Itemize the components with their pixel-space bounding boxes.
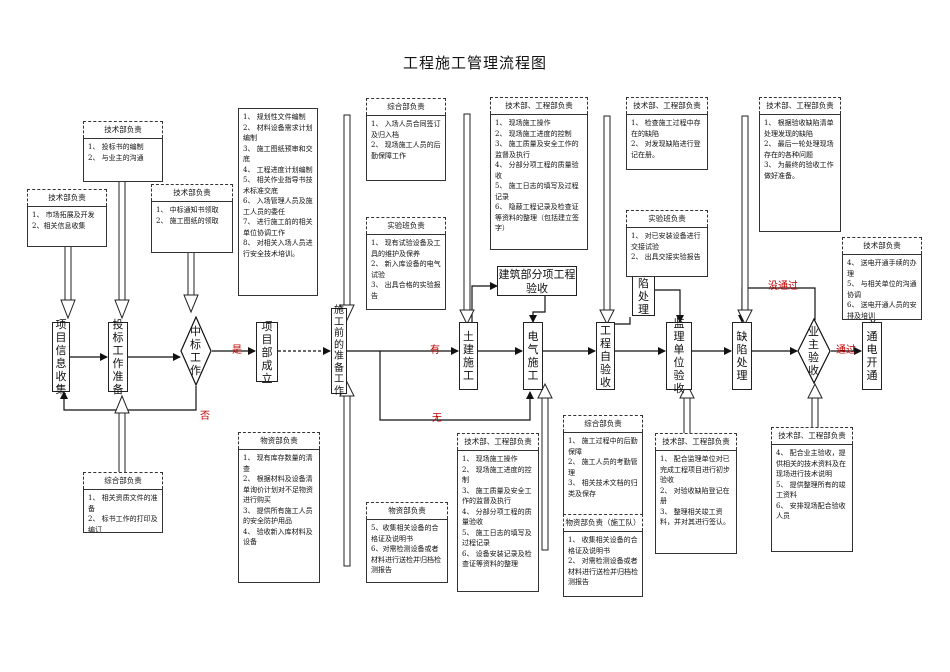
edge-label-yes: 是 — [232, 345, 242, 356]
flow-arrow — [471, 282, 498, 324]
note-self-inspect: 技术部、工程部负责 1、 检查施工过程中存在的缺陷 2、 对发现缺陷进行登记在册… — [626, 97, 708, 170]
note-header: 技术部、工程部负责 — [655, 433, 737, 450]
note-body: 1、 现有库存数量的清查 2、 根据材料及设备清单询价计划对不足物资进行购买 3… — [238, 449, 320, 583]
page-title: 工程施工管理流程图 — [402, 54, 547, 72]
node-civil: 土建施工 — [459, 322, 478, 390]
edge-label-has: 有 — [430, 345, 440, 356]
decision-owner-acceptance: 业主验收 — [797, 317, 831, 385]
note-body: 1、 中标通知书领取 2、 施工图纸的领取 — [151, 201, 233, 253]
note-body: 5、收集相关设备的合格证及说明书 6、对需检测设备或者材料进行送检并归档检测报告 — [366, 519, 448, 583]
note-lab-1: 实验班负责 1、 现有试验设备及工具的维护及保养 2、 新入库设备的电气试验 3… — [366, 217, 446, 310]
note-defect-handling: 技术部、工程部负责 1、 根据验收缺陷清单处理发现的缺陷 2、 最后一轮处理现场… — [759, 97, 841, 232]
flow-arrow — [60, 386, 197, 411]
node-defect-fix-2: 缺陷处理 — [732, 322, 752, 390]
note-body: 1、 现场施工操作 2、 现场施工进度的控制 3、 施工质量及安全工作的监督及执… — [490, 114, 588, 250]
node-supervision-check: 监理单位验收 — [666, 317, 692, 395]
flow-arrow — [738, 287, 816, 323]
note-bid-doc: 技术部负责 1、 投标书的编制 2、 与业主的沟通 — [83, 121, 163, 182]
node-sub-acceptance: 建筑部分项工程验收 — [497, 266, 577, 296]
note-bid-notice: 技术部负责 1、 中标通知书领取 2、 施工图纸的领取 — [151, 184, 233, 253]
node-label: 投标工作准备 — [112, 318, 124, 396]
note-header: 技术部负责 — [83, 121, 163, 138]
note-header: 物资部负责（施工队） — [563, 514, 643, 531]
note-lab-2: 实验班负责 1、 对已安装设备进行交接试验 2、 出具交接实验报告 — [626, 210, 708, 277]
note-civil-tasks: 技术部、工程部负责 1、 现场施工操作 2、 现场施工进度的控制 3、 施工质量… — [490, 97, 588, 250]
note-body: 1、 对已安装设备进行交接试验 2、 出具交接实验报告 — [626, 227, 708, 277]
note-header: 综合部负责 — [83, 472, 163, 489]
note-header: 物资部负责 — [238, 432, 320, 449]
node-pre-construction: 施工前的准备工作 — [331, 305, 347, 397]
node-label: 项目部成立 — [261, 319, 273, 385]
note-body: 1、 投标书的编制 2、 与业主的沟通 — [83, 138, 163, 182]
note-general-affairs-3: 综合部负责 1、 施工过程中的后勤保障 2、 施工人员的考勤管理 3、 相关技术… — [563, 415, 643, 516]
note-body: 1、 市场拓展及开发 2、相关信息收集 — [27, 206, 107, 247]
note-header: 技术部负责 — [842, 237, 922, 254]
node-label: 缺陷处理 — [736, 330, 748, 382]
flow-arrow — [655, 289, 684, 323]
note-header: 技术部、工程部负责 — [490, 97, 588, 114]
note-body: 1、 入场人员合同签订及归入档 2、 现场施工人员的后勤保障工作 — [366, 115, 446, 181]
note-planning: 1、 规划性文件编制 2、 材料设备需求计划编制 3、 施工图纸预审和交底 4、… — [238, 108, 318, 296]
note-market: 技术部负责 1、 市场拓展及开发 2、相关信息收集 — [27, 189, 107, 247]
edge-label-none: 无 — [432, 413, 442, 424]
edge-label-passed: 通过 — [836, 345, 856, 356]
note-electrical-tasks: 技术部、工程部负责 1、 现场施工操作 2、 现场施工进度的控制 3、 施工质量… — [457, 433, 539, 592]
note-supervision: 技术部、工程部负责 1、 配合监理单位对已完成工程项目进行初步验收 2、 对验收… — [655, 433, 737, 554]
node-label: 电气施工 — [527, 330, 539, 382]
edge-label-failed: 没通过 — [768, 281, 798, 292]
note-body: 1、 根据验收缺陷清单处理发现的缺陷 2、 最后一轮处理现场存在的各种问题 3、… — [759, 114, 841, 232]
node-label: 土建施工 — [463, 330, 474, 382]
note-general-affairs-2: 综合部负责 1、 相关资质文件的准备 2、 标书工作的打印及编订 — [83, 472, 163, 533]
note-header: 综合部负责 — [563, 415, 643, 432]
note-body: 1、 施工过程中的后勤保障 2、 施工人员的考勤管理 3、 相关技术文档的归类及… — [563, 432, 643, 516]
node-power-on: 通电开通 — [862, 322, 882, 390]
note-header: 综合部负责 — [366, 98, 446, 115]
note-body: 4、 送电开通手续的办理 5、 与相关单位的沟通协调 6、 送电开通人员的安排及… — [842, 254, 922, 320]
note-header: 技术部、工程部负责 — [771, 427, 853, 444]
note-power-on: 技术部负责 4、 送电开通手续的办理 5、 与相关单位的沟通协调 6、 送电开通… — [842, 237, 922, 320]
note-body: 4、 配合业主验收，提供相关的技术资料及在现场进行技术说明 5、 提供整理所有的… — [771, 444, 853, 552]
node-label: 监理单位验收 — [673, 317, 685, 395]
note-header: 实验班负责 — [366, 217, 446, 234]
node-label: 施工前的准备工作 — [334, 305, 344, 397]
note-body: 1、 配合监理单位对已完成工程项目进行初步验收 2、 对验收缺陷登记在册 3、 … — [655, 450, 737, 554]
note-header: 技术部负责 — [151, 184, 233, 201]
flow-arrow — [529, 290, 546, 323]
node-electrical: 电气施工 — [523, 322, 543, 390]
node-label: 项目信息收集 — [55, 318, 67, 396]
decision-label: 中标工作 — [190, 325, 201, 377]
note-materials-1: 物资部负责 1、 现有库存数量的清查 2、 根据材料及设备清单询价计划对不足物资… — [238, 432, 320, 583]
edge-label-no: 否 — [200, 411, 210, 422]
note-body: 1、 相关资质文件的准备 2、 标书工作的打印及编订 — [83, 489, 163, 533]
node-label: 通电开通 — [866, 330, 878, 382]
note-header: 实验班负责 — [626, 210, 708, 227]
note-body: 1、 现有试验设备及工具的维护及保养 2、 新入库设备的电气试验 3、 出具合格… — [366, 234, 446, 310]
note-materials-2: 物资部负责 5、收集相关设备的合格证及说明书 6、对需检测设备或者材料进行送检并… — [366, 502, 448, 583]
note-body: 1、 收集相关设备的合格证及说明书 2、 对需检测设备或者材料进行送检并归档检测… — [563, 531, 643, 597]
note-header: 技术部、工程部负责 — [457, 433, 539, 450]
note-body: 1、 规划性文件编制 2、 材料设备需求计划编制 3、 施工图纸预审和交底 4、… — [238, 108, 318, 296]
node-bid-prepare: 投标工作准备 — [108, 318, 128, 396]
note-general-affairs-1: 综合部负责 1、 入场人员合同签订及归入档 2、 现场施工人员的后勤保障工作 — [366, 98, 446, 181]
node-self-inspect: 工程自验收 — [596, 322, 615, 390]
node-project-setup: 项目部成立 — [256, 319, 278, 385]
node-label: 工程自验收 — [600, 323, 611, 389]
note-materials-3: 物资部负责（施工队） 1、 收集相关设备的合格证及说明书 2、 对需检测设备或者… — [563, 514, 643, 597]
note-header: 物资部负责 — [366, 502, 448, 519]
decision-win-bid: 中标工作 — [180, 315, 212, 387]
note-body: 1、 检查施工过程中存在的缺陷 2、 对发现缺陷进行登记在册。 — [626, 114, 708, 170]
node-info-collect: 项目信息收集 — [52, 318, 70, 396]
node-label: 建筑部分项工程验收 — [498, 268, 576, 295]
note-header: 技术部、工程部负责 — [759, 97, 841, 114]
decision-label: 业主验收 — [808, 325, 819, 377]
note-header: 技术部负责 — [27, 189, 107, 206]
flow-arrow — [379, 351, 534, 421]
flow-arrow — [615, 317, 631, 325]
note-body: 1、 现场施工操作 2、 现场施工进度的控制 3、 施工质量及安全工作的监督及执… — [457, 450, 539, 592]
note-owner-acceptance: 技术部、工程部负责 4、 配合业主验收，提供相关的技术资料及在现场进行技术说明 … — [771, 427, 853, 552]
note-header: 技术部、工程部负责 — [626, 97, 708, 114]
